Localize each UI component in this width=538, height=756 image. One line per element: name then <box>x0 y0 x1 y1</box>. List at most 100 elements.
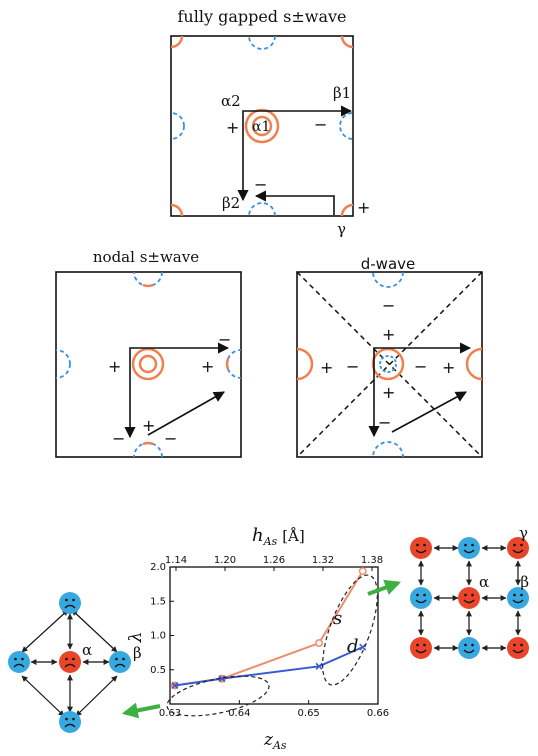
group-ellipse-low <box>166 675 270 717</box>
scattering-arrow <box>129 342 230 410</box>
fermi-pocket <box>56 349 71 379</box>
top-tick-label: 1.20 <box>214 555 236 566</box>
x-tick-label: 0.65 <box>298 708 320 719</box>
series-layer <box>170 567 367 690</box>
data-point-d <box>359 643 367 651</box>
sign-plus: + <box>201 357 214 376</box>
fermi-pocket <box>465 347 482 381</box>
green-arrow-right <box>367 579 402 596</box>
happy-face-red <box>506 636 530 660</box>
sign-plus: + <box>442 358 455 377</box>
top-tick-label: 1.26 <box>263 555 285 566</box>
brillouin-zone-frame <box>296 271 483 458</box>
sign-plus: + <box>108 357 121 376</box>
scattering-arrow <box>373 342 472 410</box>
sign-plus: + <box>320 358 333 377</box>
x-tick-label: 0.64 <box>228 708 250 719</box>
green-arrow-left <box>121 702 161 719</box>
top-tick-label: 1.14 <box>165 555 187 566</box>
label-beta1: β1 <box>333 84 351 102</box>
sign-minus: − <box>378 413 391 432</box>
panel-title-nodal: nodal s±wave <box>93 248 199 266</box>
y-tick-label: 1.0 <box>150 631 166 642</box>
series-label-d: d <box>347 636 359 657</box>
x-tick-label: 0.66 <box>367 708 389 719</box>
sign-plus: + <box>382 325 395 344</box>
sign-minus: − <box>164 429 177 448</box>
y-axis-label: λ <box>126 632 146 644</box>
fermi-pocket-beta <box>171 112 185 140</box>
data-point-s <box>358 567 367 576</box>
fermi-pocket <box>372 441 404 457</box>
fermi-pocket <box>297 347 314 381</box>
top-tick-label: 1.32 <box>312 555 334 566</box>
scattering-arrow <box>254 190 335 215</box>
series-label-s: s <box>333 608 342 629</box>
lambda-chart: 1.14 1.20 1.26 1.32 1.38 0.63 0.64 0.65 0.66 0.… <box>126 525 389 752</box>
data-point-d <box>171 681 179 690</box>
brillouin-zone-frame <box>55 271 242 458</box>
sign-minus: − <box>314 115 327 134</box>
fermi-pocket-alpha2 <box>244 108 280 144</box>
data-point-d <box>315 662 323 670</box>
lattice-left: α β <box>7 591 142 734</box>
fermi-pocket-alpha1 <box>251 115 273 137</box>
data-point-s <box>315 639 324 647</box>
fermi-pocket-outer <box>371 347 405 381</box>
panel-d-wave: d-wave − + + − − + + − <box>296 255 483 458</box>
sign-plus: + <box>357 198 370 217</box>
top-tick-label: 1.38 <box>361 555 383 566</box>
sign-plus: + <box>226 118 239 137</box>
sad-face-blue <box>58 591 82 615</box>
sign-plus: + <box>142 416 155 435</box>
happy-face-blue <box>409 586 433 610</box>
sign-minus: − <box>112 429 125 448</box>
label-gamma: γ <box>337 220 346 238</box>
label-alpha: α <box>479 573 489 591</box>
sign-minus: − <box>254 175 267 194</box>
bottom-axis: 0.63 0.64 0.65 0.66 <box>159 700 389 719</box>
label-beta: β <box>520 573 529 591</box>
label-alpha2: α2 <box>221 92 241 110</box>
series-line-d <box>174 646 364 687</box>
happy-face-red <box>409 636 433 660</box>
label-alpha: α <box>82 641 92 659</box>
fermi-pocket-outer <box>131 347 165 381</box>
scattering-arrow <box>242 105 353 148</box>
happy-face-blue <box>457 536 481 560</box>
panel-nodal-s-wave: nodal s±wave + − + + − − <box>55 248 242 458</box>
x-axis-label: zAs <box>263 730 287 752</box>
lattice-right: α β γ <box>409 524 530 660</box>
panel-fully-gapped: fully gapped s±wave α2 α1 β1 β2 γ + − − … <box>170 7 370 238</box>
label-alpha1: α1 <box>252 119 270 135</box>
happy-face-red <box>409 536 433 560</box>
panel-title-fully-gapped: fully gapped s±wave <box>177 7 346 26</box>
left-axis: 0.51.01.52.0 <box>150 562 174 676</box>
sad-face-blue <box>108 650 132 674</box>
sign-plus: + <box>382 383 395 402</box>
sign-minus: − <box>346 357 359 376</box>
sad-face-blue <box>58 710 82 734</box>
fermi-pocket <box>372 272 404 288</box>
label-beta2: β2 <box>222 194 240 212</box>
happy-face-red <box>457 586 481 610</box>
sad-face-blue <box>7 650 31 674</box>
sad-face-red <box>58 650 82 674</box>
sign-minus: − <box>414 357 427 376</box>
label-beta: β <box>133 644 142 662</box>
scattering-arrow <box>391 391 467 433</box>
fermi-pocket-inner <box>379 355 397 373</box>
top-axis: 1.14 1.20 1.26 1.32 1.38 <box>165 555 383 571</box>
node-line <box>296 271 483 458</box>
x-tick-label: 0.63 <box>159 708 181 719</box>
y-tick-label: 0.5 <box>150 665 166 676</box>
scattering-arrow <box>147 391 225 436</box>
data-point-d <box>218 675 226 683</box>
top-axis-label: hAs[Å] <box>252 525 305 548</box>
fermi-pocket-inner <box>138 354 158 374</box>
panel-title-d-wave: d-wave <box>361 255 416 273</box>
y-tick-label: 1.5 <box>150 596 166 607</box>
happy-face-blue <box>457 636 481 660</box>
sign-minus: − <box>218 330 231 349</box>
